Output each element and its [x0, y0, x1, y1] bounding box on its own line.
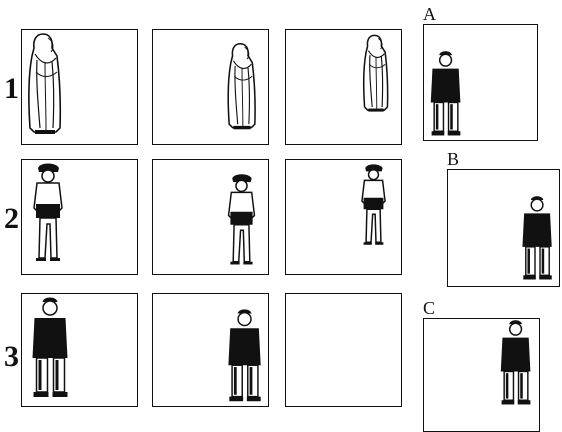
robed-figure-icon — [224, 42, 260, 131]
turbaned-figure-icon — [28, 162, 68, 266]
row-number-2: 2 — [4, 204, 19, 234]
dark-coat-figure-icon — [29, 296, 72, 400]
turbaned-figure-icon — [357, 162, 390, 250]
option-label-b: B — [447, 150, 459, 168]
row-number-3: 3 — [4, 342, 19, 372]
option-a-figure-icon — [427, 50, 465, 138]
option-label-a: A — [423, 5, 436, 23]
option-c-figure-icon — [497, 319, 535, 407]
robed-figure-icon — [24, 32, 66, 136]
dark-coat-figure-icon — [225, 308, 265, 404]
matrix-cell-3-3 — [285, 293, 402, 407]
turbaned-figure-icon — [223, 172, 260, 270]
option-label-c: C — [423, 299, 435, 317]
row-number-1: 1 — [4, 74, 19, 104]
robed-figure-icon — [360, 33, 392, 114]
option-b-figure-icon — [519, 195, 556, 282]
